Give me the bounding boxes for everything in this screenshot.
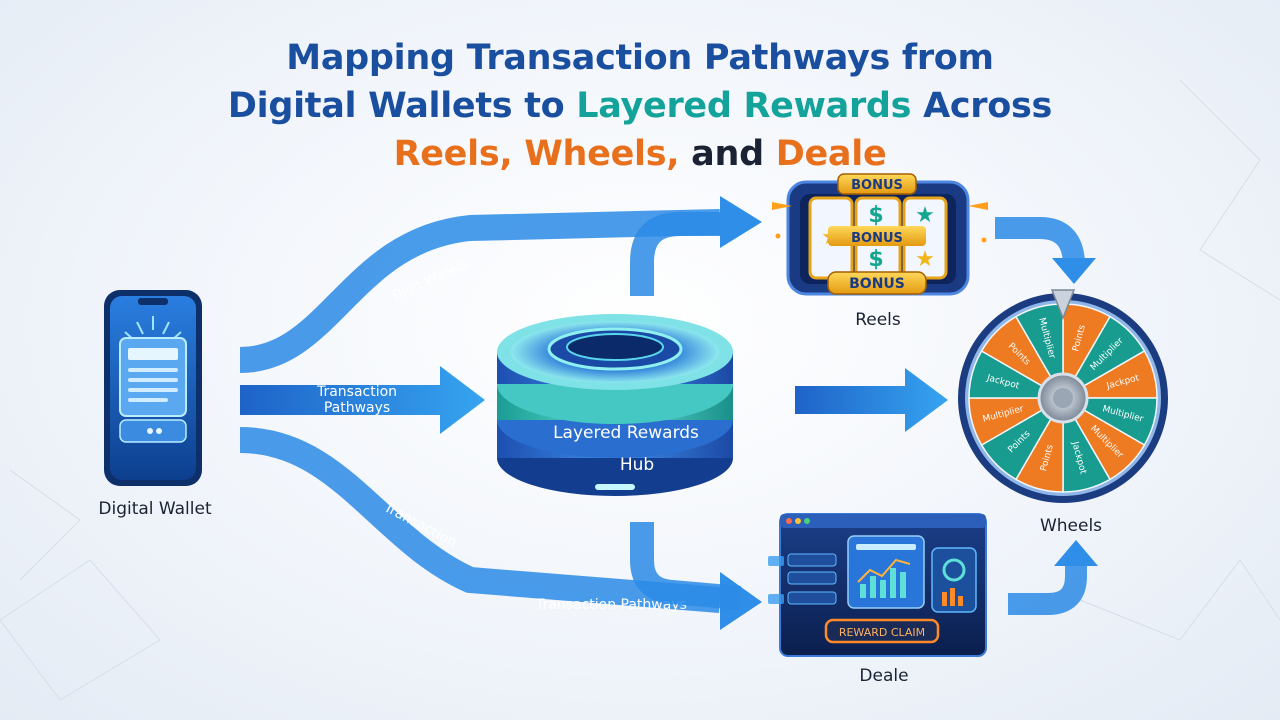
reel-symbol-dollar-2: $ — [868, 247, 883, 272]
reels-bonus-bottom: BONUS — [849, 276, 905, 292]
digital-wallet-phone-icon — [104, 290, 202, 486]
arrow-label-transaction-pathways: Transaction Pathways — [535, 597, 687, 613]
reel-symbol-star-2: ★ — [915, 203, 935, 228]
reels-slot-machine-icon: $ $ ★ ★ ★ BONUS BONUS BONUS — [772, 173, 988, 296]
background-network — [0, 79, 1280, 701]
arrow-label-pathways: Pathways — [324, 400, 390, 416]
arrow-label-transaction: Transaction — [316, 384, 397, 400]
hub-label-line-1: Layered Rewards — [553, 423, 699, 443]
arrow-reels-to-wheels — [995, 217, 1096, 284]
deale-dashboard-icon: REWARD CLAIM — [768, 513, 987, 657]
reward-claim-button: REWARD CLAIM — [839, 626, 925, 639]
title-line-2: Digital Wallets to Layered Rewards Acros… — [227, 86, 1053, 126]
reel-symbol-dollar: $ — [868, 203, 883, 228]
label-wheels: Wheels — [1040, 516, 1102, 536]
label-reels: Reels — [855, 310, 901, 330]
layered-rewards-hub: Layered Rewards Hub — [497, 314, 733, 496]
reels-bonus-middle: BONUS — [851, 231, 903, 246]
reels-bonus-top: BONUS — [851, 178, 903, 193]
reel-symbol-star-3: ★ — [915, 247, 935, 272]
page-title: Mapping Transaction Pathways from Digita… — [0, 34, 1280, 178]
title-line-1: Mapping Transaction Pathways from — [286, 38, 994, 78]
arrow-hub-to-deale — [630, 522, 742, 610]
hub-label-line-2: Hub — [620, 455, 654, 475]
arrow-deale-to-wheels — [1008, 540, 1098, 615]
arrow-hub-to-reels — [630, 212, 720, 296]
arrow-hub-to-wheels — [795, 368, 948, 432]
title-line-3: Reels, Wheels, and Deale — [393, 134, 887, 174]
arrow-transaction-pathways: Transaction Pathways — [240, 366, 485, 434]
label-digital-wallet: Digital Wallet — [98, 499, 212, 519]
label-deale: Deale — [859, 666, 908, 686]
